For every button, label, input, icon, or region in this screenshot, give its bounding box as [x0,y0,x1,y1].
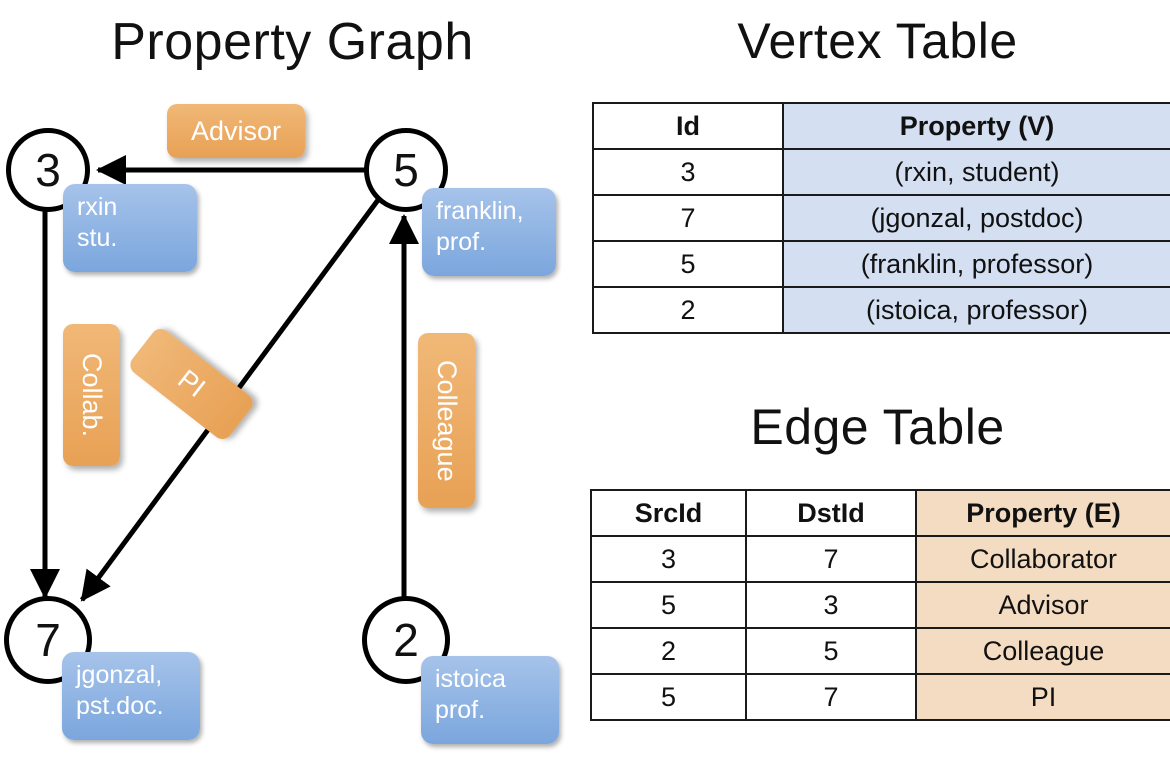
vertex-header-property: Property (V) [782,102,1170,150]
property-graph-diagram: 3 5 7 2 rxin stu. franklin, prof. jgonza… [4,104,559,744]
vertex-cell-property: (rxin, student) [782,148,1170,196]
edge-cell-srcid: 5 [590,673,747,721]
table-row: 7 (jgonzal, postdoc) [592,194,1170,242]
edge-cell-dstid: 7 [745,535,917,583]
node-property-box-7[interactable]: jgonzal, pst.doc. [62,652,200,740]
table-row: 5 (franklin, professor) [592,240,1170,288]
edge-cell-property: Collaborator [915,535,1170,583]
vertex-cell-id: 7 [592,194,784,242]
edge-cell-srcid: 3 [590,535,747,583]
table-row: 3 (rxin, student) [592,148,1170,196]
table-row: 5 3 Advisor [590,581,1170,629]
edge-header-dstid: DstId [745,489,917,537]
edge-table: SrcId DstId Property (E) 3 7 Collaborato… [590,489,1170,721]
node-property-7-line1: jgonzal, [76,661,163,689]
edge-cell-property: Advisor [915,581,1170,629]
node-property-5-line1: franklin, [436,197,524,225]
vertex-cell-property: (jgonzal, postdoc) [782,194,1170,242]
edge-cell-property: PI [915,673,1170,721]
page-title-vertex-table: Vertex Table [737,13,1018,69]
node-property-3-line2: stu. [77,224,118,252]
node-property-box-2[interactable]: istoica prof. [421,656,559,744]
edge-header-property: Property (E) [915,489,1170,537]
table-header-row: SrcId DstId Property (E) [590,489,1170,537]
table-row: 2 (istoica, professor) [592,286,1170,334]
edge-label-collab[interactable]: Collab. [63,324,120,466]
vertex-cell-property: (istoica, professor) [782,286,1170,334]
vertex-table: Id Property (V) 3 (rxin, student) 7 (jgo… [592,102,1170,334]
edge-cell-dstid: 5 [745,627,917,675]
edge-label-advisor[interactable]: Advisor [167,104,305,158]
node-property-2-line1: istoica [435,665,506,693]
node-property-3-line1: rxin [77,193,118,221]
page-title-edge-table: Edge Table [750,399,1005,455]
edge-cell-srcid: 2 [590,627,747,675]
vertex-cell-id: 3 [592,148,784,196]
table-row: 2 5 Colleague [590,627,1170,675]
edge-cell-srcid: 5 [590,581,747,629]
edge-label-colleague[interactable]: Colleague [418,333,475,508]
node-property-7-line2: pst.doc. [76,692,164,720]
edge-cell-dstid: 3 [745,581,917,629]
vertex-header-id: Id [592,102,784,150]
node-property-5-line2: prof. [436,228,487,256]
page-title-property-graph: Property Graph [111,13,474,71]
graph-node-5[interactable]: 5 [364,128,448,212]
table-row: 3 7 Collaborator [590,535,1170,583]
table-row: 5 7 PI [590,673,1170,721]
node-property-2-line2: prof. [435,696,486,724]
graph-node-2[interactable]: 2 [362,596,450,684]
vertex-cell-property: (franklin, professor) [782,240,1170,288]
edge-cell-property: Colleague [915,627,1170,675]
node-property-box-5[interactable]: franklin, prof. [422,188,556,276]
node-property-box-3[interactable]: rxin stu. [63,184,197,272]
vertex-cell-id: 5 [592,240,784,288]
table-header-row: Id Property (V) [592,102,1170,150]
edge-cell-dstid: 7 [745,673,917,721]
vertex-cell-id: 2 [592,286,784,334]
edge-header-srcid: SrcId [590,489,747,537]
